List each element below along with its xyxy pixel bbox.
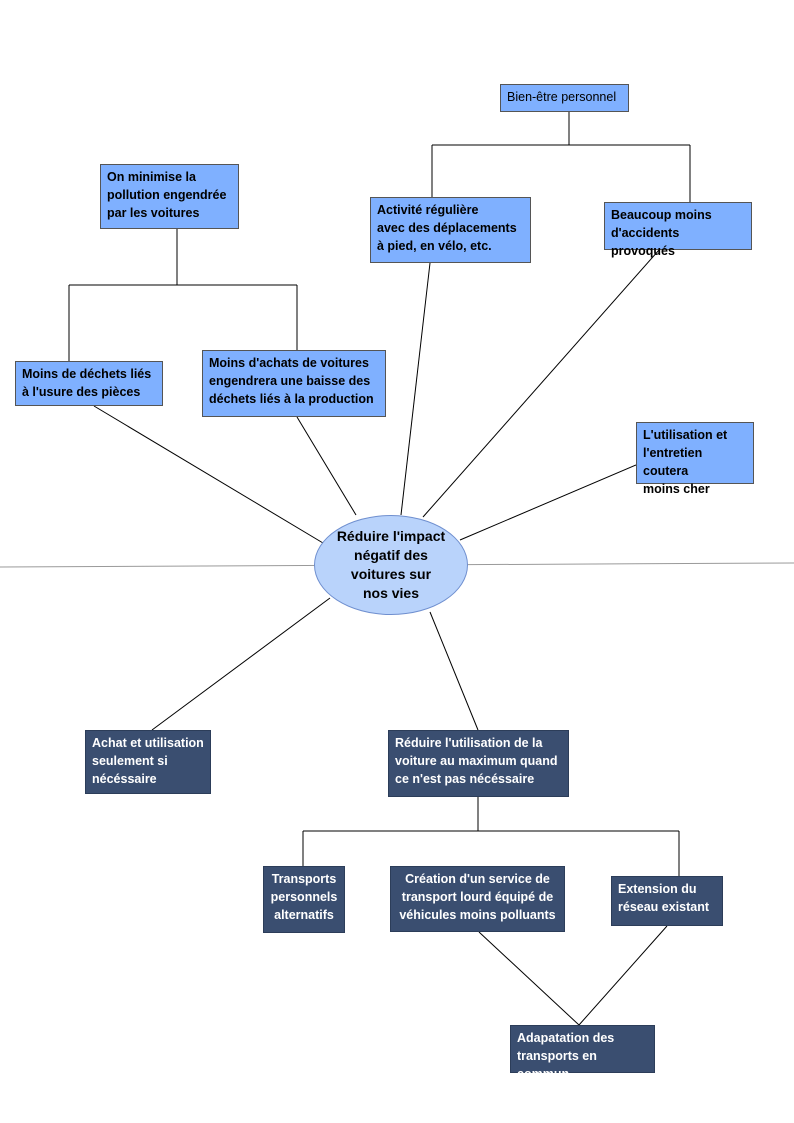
node-transports-personnels: Transports personnels alternatifs [263,866,345,933]
node-extension-reseau: Extension du réseau existant [611,876,723,926]
node-entretien: L'utilisation et l'entretien coutera moi… [636,422,754,496]
node-accidents: Beaucoup moins d'accidents provoqués [604,202,752,258]
node-adaptation-transports: Adapatation des transports en commun [510,1025,655,1081]
node-activite-reguliere: Activité régulière avec des déplacements… [370,197,531,263]
node-achats-voitures: Moins d'achats de voitures engendrera un… [202,350,386,417]
node-service-transport-lourd: Création d'un service de transport lourd… [390,866,565,932]
node-pollution: On minimise la pollution engendrée par l… [100,164,239,229]
center-topic: Réduire l'impact négatif des voitures su… [314,515,468,615]
node-bien-etre-personnel: Bien-être personnel [500,84,629,112]
node-achat-utilisation: Achat et utilisation seulement si nécéss… [85,730,211,794]
node-dechets-pieces: Moins de déchets liés à l'usure des pièc… [15,361,163,406]
node-reduire-utilisation: Réduire l'utilisation de la voiture au m… [388,730,569,797]
